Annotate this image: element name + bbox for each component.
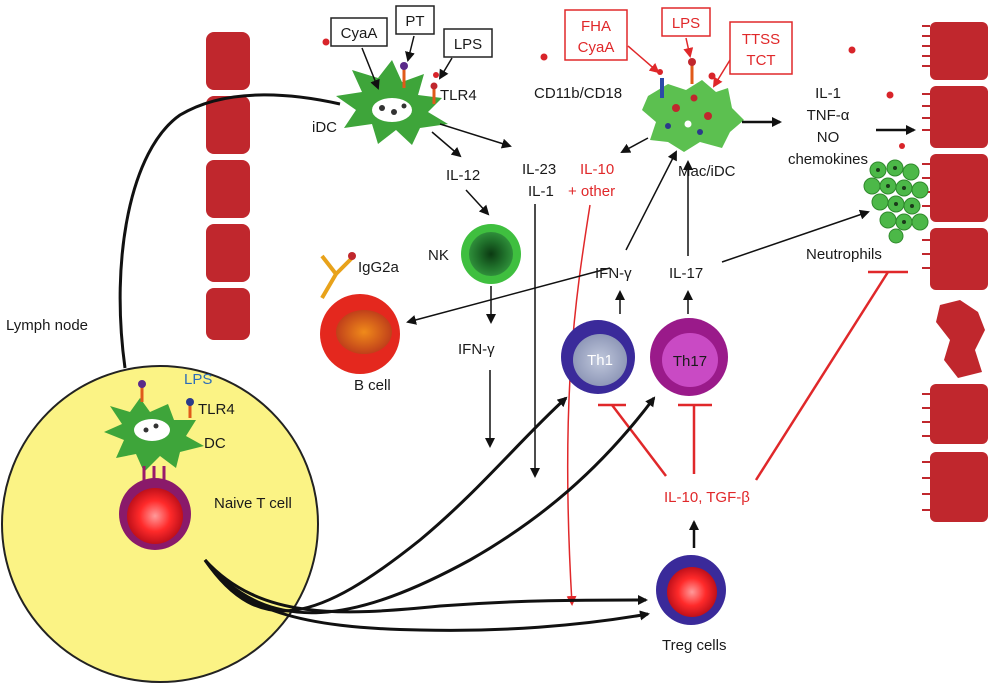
tlr4-label-top: TLR4 [440,87,477,104]
epithelium-left [206,32,250,340]
il10-tgfb-label: IL-10, TGF-β [664,489,750,506]
svg-text:CyaA: CyaA [341,25,378,42]
svg-text:NO: NO [817,129,840,146]
naive-t-label: Naive T cell [214,495,292,512]
idc-label: iDC [312,119,337,136]
idc-cell [336,60,448,145]
cytokines-list: IL-1 TNF-α NO chemokines [788,85,868,168]
ifng-left-label: IFN-γ [458,341,495,358]
lymph-vessel-line [118,93,341,369]
igg2a-antibody [320,254,354,300]
neutrophils-label: Neutrophils [806,246,882,263]
plus-other-label: + other [568,183,615,200]
antigen-box-lps: LPS [443,28,493,58]
antigen-box-lps-red: LPS [661,7,711,37]
mac-idc-cell [642,80,744,152]
antigen-dots [322,38,894,99]
th17-label: Th17 [673,353,707,370]
il12-label: IL-12 [446,167,480,184]
dc-cell-ln [104,398,204,472]
treg-label: Treg cells [662,637,726,654]
svg-text:chemokines: chemokines [788,151,868,168]
svg-text:FHA: FHA [581,18,611,35]
lymph-node-label: Lymph node [6,317,88,334]
svg-text:CyaA: CyaA [578,39,615,56]
lps-ln-label: LPS [184,371,212,388]
antigen-box-cyaa: CyaA [330,17,388,47]
antigen-box-pt: PT [395,5,435,35]
svg-text:TNF-α: TNF-α [807,107,850,124]
svg-text:IL-1: IL-1 [815,85,841,102]
b-cell-label: B cell [354,377,391,394]
svg-text:TTSS: TTSS [742,31,780,48]
th1-label: Th1 [587,352,613,369]
nk-label: NK [428,247,449,264]
il23-label: IL-23 [522,161,556,178]
neutrophil-nuclei [876,166,914,224]
svg-text:LPS: LPS [672,15,700,32]
cd11b-label: CD11b/CD18 [534,85,622,102]
antigen-box-fha-cyaa: FHA CyaA [564,9,628,61]
il17-label: IL-17 [669,265,703,282]
antigen-box-ttss-tct: TTSS TCT [729,21,793,75]
il1-label: IL-1 [528,183,554,200]
svg-text:LPS: LPS [454,36,482,53]
ifng-th1-label: IFN-γ [595,265,632,282]
neutrophils-cluster [863,159,929,244]
mac-idc-label: Mac/iDC [678,163,736,180]
inhibition-lines [598,270,908,481]
tlr4-ln-label: TLR4 [198,401,235,418]
svg-text:TCT: TCT [746,52,775,69]
dc-label: DC [204,435,226,452]
igg2a-label: IgG2a [358,259,400,276]
svg-text:PT: PT [405,13,424,30]
epithelium-right [922,22,988,522]
il10-label: IL-10 [580,161,614,178]
